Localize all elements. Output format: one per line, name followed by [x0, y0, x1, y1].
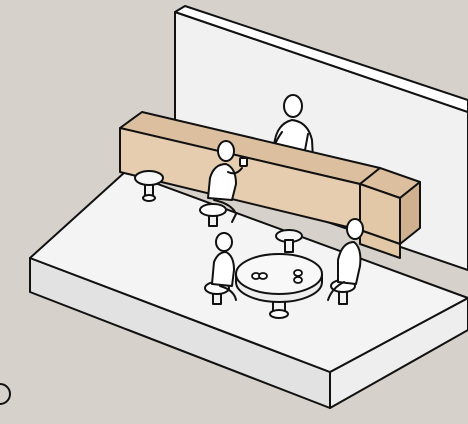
coffee-cup — [240, 158, 247, 166]
table-top — [236, 254, 322, 294]
bartender-head — [284, 95, 302, 117]
cup-right-2 — [294, 277, 302, 283]
table-base — [270, 310, 288, 318]
cup-right-1 — [294, 270, 302, 276]
occupied-stool-seat — [200, 204, 226, 216]
right-person-head — [347, 219, 363, 239]
left-person-head — [216, 233, 232, 251]
cup-left-2 — [259, 273, 267, 279]
stool-seat — [135, 171, 163, 185]
customer-head — [218, 141, 234, 161]
table-stool-back-post — [285, 240, 293, 252]
stool-base — [143, 195, 155, 201]
